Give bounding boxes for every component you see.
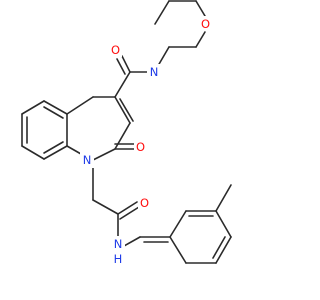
- molecule-structure: O N O N O O N H: [21, 0, 232, 267]
- bond-c3-c2: [114, 122, 131, 150]
- tolyl-ring: [139, 184, 232, 264]
- bond-amide-c-o-double: [119, 206, 140, 220]
- bond-carbonyl-c-o: [121, 55, 131, 73]
- amide-hydrogen-label: H: [114, 252, 123, 266]
- morpholine-oxygen-label: O: [201, 17, 210, 31]
- bond-carbonyl-c-o-double: [116, 58, 126, 75]
- bond-amide-n-aryl: [123, 236, 141, 247]
- quinolinone-nitrogen-label: N: [83, 153, 92, 167]
- bond-benz-1: [43, 100, 68, 115]
- bond-tol-5-double: [212, 236, 226, 259]
- amide-nitrogen-label: N: [114, 237, 123, 251]
- atom-labels: O N O N O O N H: [80, 16, 212, 267]
- bond-tol-5: [215, 236, 232, 264]
- bond-c4-c3: [114, 96, 131, 124]
- pyridinone-ring: [66, 96, 135, 161]
- bond-n1-c8a: [66, 145, 82, 155]
- bond-tol-methyl: [215, 184, 232, 212]
- bond-morph-c2-o: [195, 31, 206, 48]
- bond-tol-2: [169, 210, 187, 238]
- bond-c2-n1: [92, 148, 116, 161]
- bond-tol-4: [215, 210, 232, 238]
- bond-benz-2: [21, 100, 45, 115]
- benzo-ring: [21, 100, 68, 160]
- bond-benz-5: [43, 145, 68, 160]
- ring-ketone-oxygen-label: O: [136, 140, 145, 154]
- bond-tol-7: [169, 236, 187, 264]
- carbonyl-morpholine-link: [114, 55, 149, 98]
- bond-morph-o-c3: [195, 0, 206, 17]
- bond-c4-carbonyl: [114, 71, 131, 98]
- bond-benz-4: [21, 145, 45, 160]
- bond-benz-5-double: [43, 141, 64, 154]
- molecule-canvas: O N O N O O N H: [21, 0, 232, 267]
- bond-amide-c-o: [117, 201, 138, 215]
- bond-c4a-c4: [66, 96, 94, 115]
- acetamide-chain: [92, 167, 141, 247]
- bond-c4-c3-double: [119, 98, 134, 122]
- bond-morph-c4-n: [154, 0, 170, 25]
- bond-benz-1-double: [43, 106, 64, 119]
- amide-oxygen-label: O: [140, 196, 149, 210]
- morpholine-ring: [154, 0, 206, 72]
- bond-ch2-c: [92, 199, 119, 215]
- carbonyl-oxygen-label: O: [111, 43, 120, 57]
- morpholine-nitrogen-label: N: [150, 65, 159, 79]
